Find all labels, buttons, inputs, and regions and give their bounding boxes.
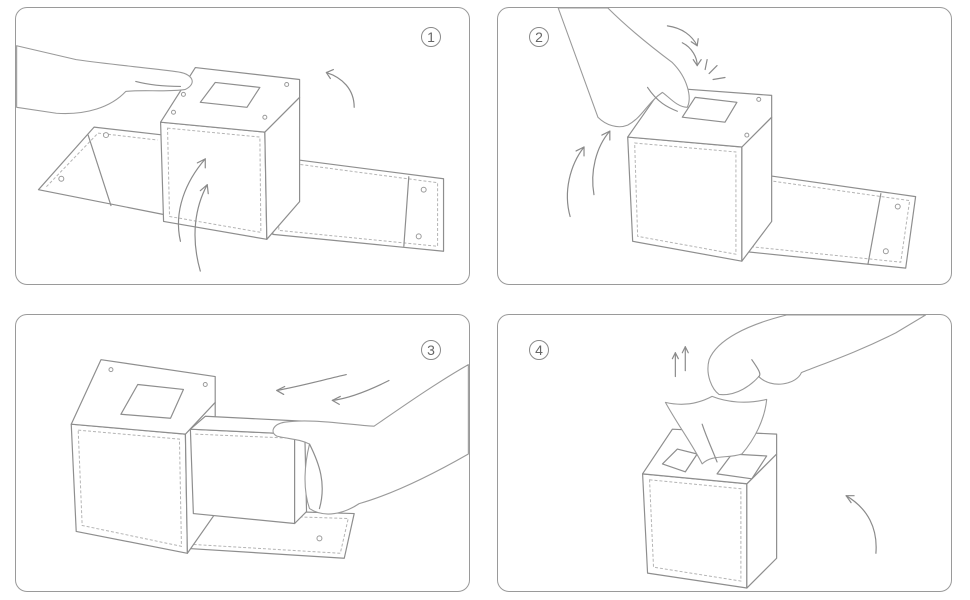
curved-arrow-up-icon [592,130,611,196]
step-number-badge: 1 [421,27,441,47]
step-4-panel: 4 [497,314,952,592]
step-1-panel: 1 [15,7,470,285]
hand [272,364,469,515]
curved-arrow-left-icon [331,379,390,401]
step-number-badge: 3 [421,340,441,360]
step-3-illustration [70,359,469,559]
tissue-box [627,86,773,262]
step-number-badge: 2 [529,27,549,47]
left-flap [37,126,165,216]
hand [557,8,690,128]
step-number-badge: 4 [529,340,549,360]
curved-arrow-down-icon [681,42,698,67]
step-1-illustration [16,45,445,272]
step-2-illustration [557,8,917,269]
curved-arrow-up-icon [194,184,208,272]
curved-arrow-up-icon [566,146,585,218]
curved-arrow-back-icon [325,71,355,108]
tissue-box [159,66,301,240]
step-2-panel: 2 [497,7,952,285]
curved-arrow-up-icon [845,495,877,554]
curved-arrow-left-icon [276,373,347,392]
hand [16,45,193,115]
step-3-panel: 3 [15,314,470,592]
curved-arrow-up-icon [177,158,206,242]
hand [707,315,927,396]
tissue [664,395,768,465]
curved-arrow-down-icon [666,25,698,47]
step-4-illustration [641,315,927,589]
